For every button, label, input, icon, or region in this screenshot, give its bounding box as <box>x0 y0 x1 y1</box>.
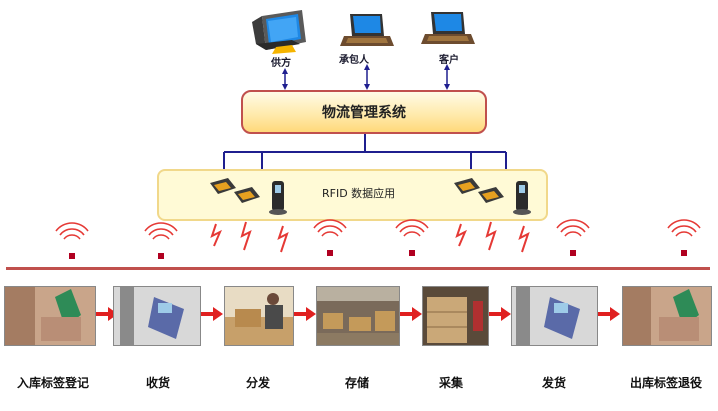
rfid-reader-icon <box>234 187 260 203</box>
conveyor-baseline <box>6 267 710 270</box>
rfid-reader-icon <box>210 178 236 194</box>
system-label: 物流管理系统 <box>322 105 406 121</box>
stage-photo-receiving <box>113 286 201 346</box>
stage-photo-storage <box>316 286 400 346</box>
logistics-system-box: 物流管理系统 <box>241 90 487 134</box>
stage-label: 入库标签登记 <box>16 376 90 390</box>
stage-label: 采集 <box>438 376 464 390</box>
wireless-signal-icon <box>210 221 530 253</box>
top-node-label: 供方 <box>271 58 291 69</box>
handheld-scanner-icon <box>513 181 531 215</box>
rfid-reader-icon <box>478 187 504 203</box>
rfid-tag-signal-icon <box>144 222 178 259</box>
node-system-connectors <box>282 64 450 90</box>
handheld-scanner-icon <box>269 181 287 215</box>
rfid-tag-signal-icon <box>313 219 347 256</box>
laptop-icon <box>340 14 394 46</box>
stage-label: 收货 <box>145 376 171 390</box>
laptop-icon <box>421 12 475 44</box>
rfid-label: RFID 数据应用 <box>322 187 396 200</box>
rfid-tag-signal-icon <box>55 222 89 259</box>
flow-arrow <box>400 307 422 321</box>
rfid-tag-signal-icon <box>667 219 701 256</box>
stage-photo-tag-register <box>4 286 96 346</box>
stage-label: 发货 <box>541 376 567 390</box>
rfid-tag-signal-icon <box>395 219 429 256</box>
stage-photo-tag-retire <box>622 286 712 346</box>
flow-arrow <box>489 307 511 321</box>
rfid-tag-signal-icon <box>556 219 590 256</box>
stage-label: 存储 <box>344 376 370 390</box>
flow-arrow <box>201 307 223 321</box>
stage-photo-distribution <box>224 286 294 346</box>
stage-photo-collection <box>422 286 489 346</box>
top-node-label: 客户 <box>439 55 459 66</box>
top-node-label: 承包人 <box>339 55 369 66</box>
rfid-reader-icon <box>454 178 480 194</box>
flow-arrow <box>294 307 316 321</box>
stage-label: 分发 <box>245 376 271 390</box>
flow-arrow <box>598 307 620 321</box>
crt-monitor-icon <box>252 10 306 54</box>
stage-label: 出库标签退役 <box>629 376 703 390</box>
stage-photo-shipping <box>511 286 598 346</box>
flow-arrows <box>96 307 620 321</box>
